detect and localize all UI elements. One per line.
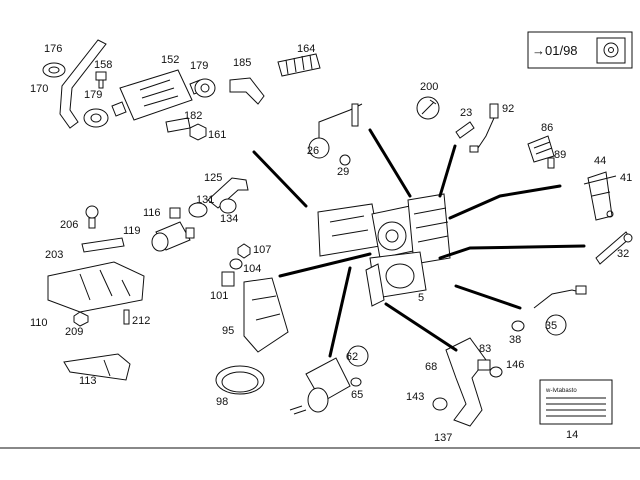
part-116-connector — [169, 207, 181, 219]
part-label-125: 125 — [204, 172, 222, 184]
part-label-89: 89 — [554, 149, 566, 161]
part-label-170: 170 — [30, 83, 48, 95]
part-23-glow-plug — [455, 121, 475, 139]
part-label-98: 98 — [216, 396, 228, 408]
part-label-179: 179 — [84, 89, 102, 101]
part-101-bushing — [221, 271, 235, 287]
part-label-212: 212 — [132, 315, 150, 327]
part-label-14: 14 — [566, 429, 578, 441]
part-label-203: 203 — [45, 249, 63, 261]
part-label-32: 32 — [617, 248, 629, 260]
part-label-86: 86 — [541, 122, 553, 134]
part-label-176: 176 — [44, 43, 62, 55]
part-label-206: 206 — [60, 219, 78, 231]
part-label-152: 152 — [161, 54, 179, 66]
part-label-185: 185 — [233, 57, 251, 69]
part-label-68: 68 — [425, 361, 437, 373]
part-35-sensor-line — [511, 285, 587, 336]
part-170-hose — [59, 39, 107, 129]
part-label-29: 29 — [337, 166, 349, 178]
part-14-label-sticker: w-Ivtabasto — [539, 379, 613, 425]
part-161-nut — [189, 123, 207, 141]
fuel-pump-icon — [596, 37, 626, 64]
part-label-113: 113 — [79, 375, 97, 387]
part-176-clamp — [42, 62, 66, 78]
part-label-182: 182 — [184, 110, 202, 122]
part-label-107: 107 — [253, 244, 271, 256]
part-107-nut — [237, 243, 251, 259]
part-110-plate — [47, 261, 145, 313]
part-104-grommet — [229, 258, 243, 270]
part-label-104: 104 — [243, 263, 261, 275]
part-185-elbow — [229, 77, 265, 105]
part-label-38: 38 — [509, 334, 521, 346]
part-label-44: 44 — [594, 155, 606, 167]
part-206-bolt — [85, 205, 99, 229]
part-label-137: 137 — [434, 432, 452, 444]
part-label-143: 143 — [406, 391, 424, 403]
part-label-119: 119 — [123, 225, 141, 237]
part-label-92: 92 — [502, 103, 514, 115]
part-200-tool — [416, 96, 440, 120]
part-label-35: 35 — [545, 320, 557, 332]
part-203-bracket — [81, 237, 125, 253]
part-label-179: 179 — [190, 60, 208, 72]
part-label-164: 164 — [297, 43, 315, 55]
part-86-mount — [527, 135, 555, 163]
part-209-nut — [73, 311, 89, 327]
part-137-pipe — [432, 337, 503, 427]
part-62-motor — [289, 345, 369, 415]
reference-box: →01/98 — [527, 31, 633, 69]
part-label-62: 62 — [346, 351, 358, 363]
part-32-fitting — [595, 231, 633, 265]
part-212-screw — [123, 309, 130, 325]
part-label-146: 146 — [506, 359, 524, 371]
part-label-200: 200 — [420, 81, 438, 93]
part-label-116: 116 — [143, 207, 161, 219]
part-125-hose — [207, 177, 249, 209]
part-label-26: 26 — [307, 145, 319, 157]
part-label-41: 41 — [620, 172, 632, 184]
part-41-bracket — [583, 171, 617, 221]
part-label-161: 161 — [208, 129, 226, 141]
part-98-clamp-band — [215, 365, 265, 395]
part-164-flex-pipe — [277, 53, 321, 77]
part-label-101: 101 — [210, 290, 228, 302]
part-label-95: 95 — [222, 325, 234, 337]
part-179-clamp-right — [194, 78, 216, 98]
part-label-131: 131 — [196, 194, 214, 206]
sticker-title: w-Ivtabasto — [545, 388, 577, 394]
part-26-sensor — [308, 103, 363, 166]
part-label-110: 110 — [30, 317, 48, 329]
part-label-83: 83 — [479, 343, 491, 355]
part-113-bracket — [63, 353, 131, 381]
part-label-134: 134 — [220, 213, 238, 225]
part-label-158: 158 — [94, 59, 112, 71]
part-179-clamp-left — [83, 108, 109, 128]
part-92-sensor — [469, 103, 499, 153]
part-134-clamp — [219, 198, 237, 214]
part-label-209: 209 — [65, 326, 83, 338]
part-89-pin — [547, 157, 555, 169]
part-158-bolt — [95, 71, 107, 89]
leader-lines — [252, 128, 586, 358]
part-label-5: 5 — [418, 292, 424, 304]
part-95-bracket — [243, 277, 289, 353]
part-131-clamp — [188, 202, 208, 218]
reference-text: →01/98 — [532, 43, 578, 58]
heater-assembly — [317, 193, 451, 307]
part-label-65: 65 — [351, 389, 363, 401]
part-119-fuel-pump — [151, 221, 195, 252]
part-number-labels: 176 158 152 179 185 164 170 179 182 161 200 23 92 86 8… — [30, 43, 632, 444]
part-label-23: 23 — [460, 107, 472, 119]
